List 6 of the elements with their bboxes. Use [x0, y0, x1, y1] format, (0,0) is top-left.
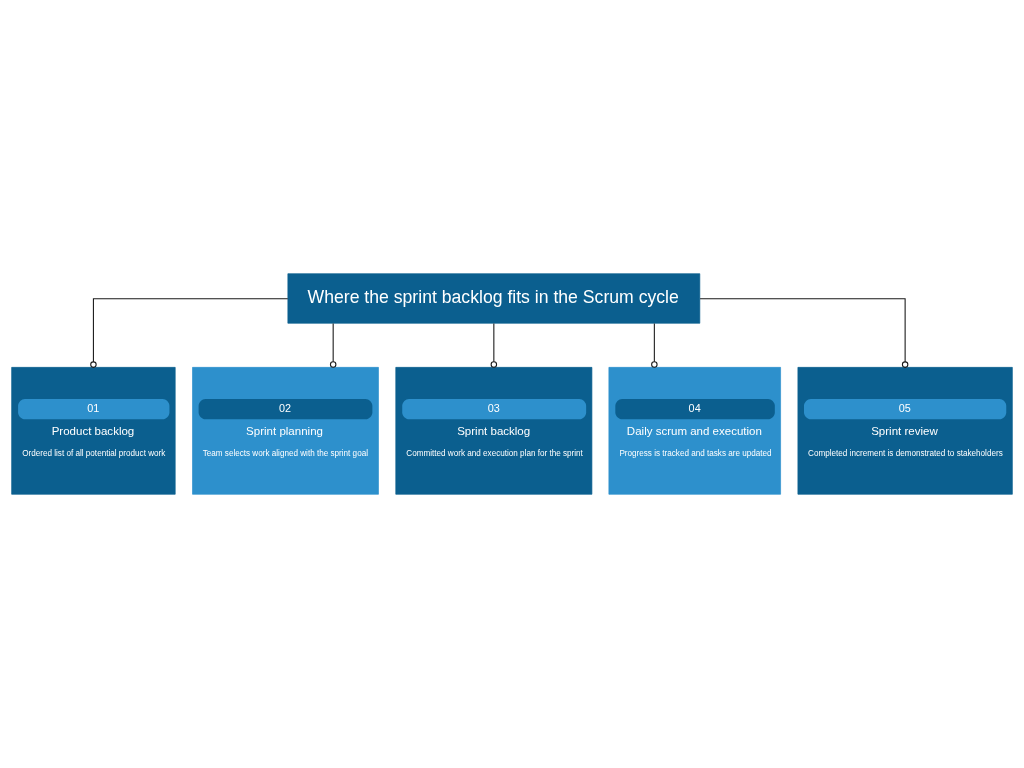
connector	[699, 298, 909, 368]
connector	[490, 322, 498, 368]
connector	[651, 322, 658, 368]
connector	[329, 322, 337, 368]
node-box: Where the sprint backlog fits in the Scrum cycle	[287, 273, 701, 324]
connector	[90, 298, 289, 368]
